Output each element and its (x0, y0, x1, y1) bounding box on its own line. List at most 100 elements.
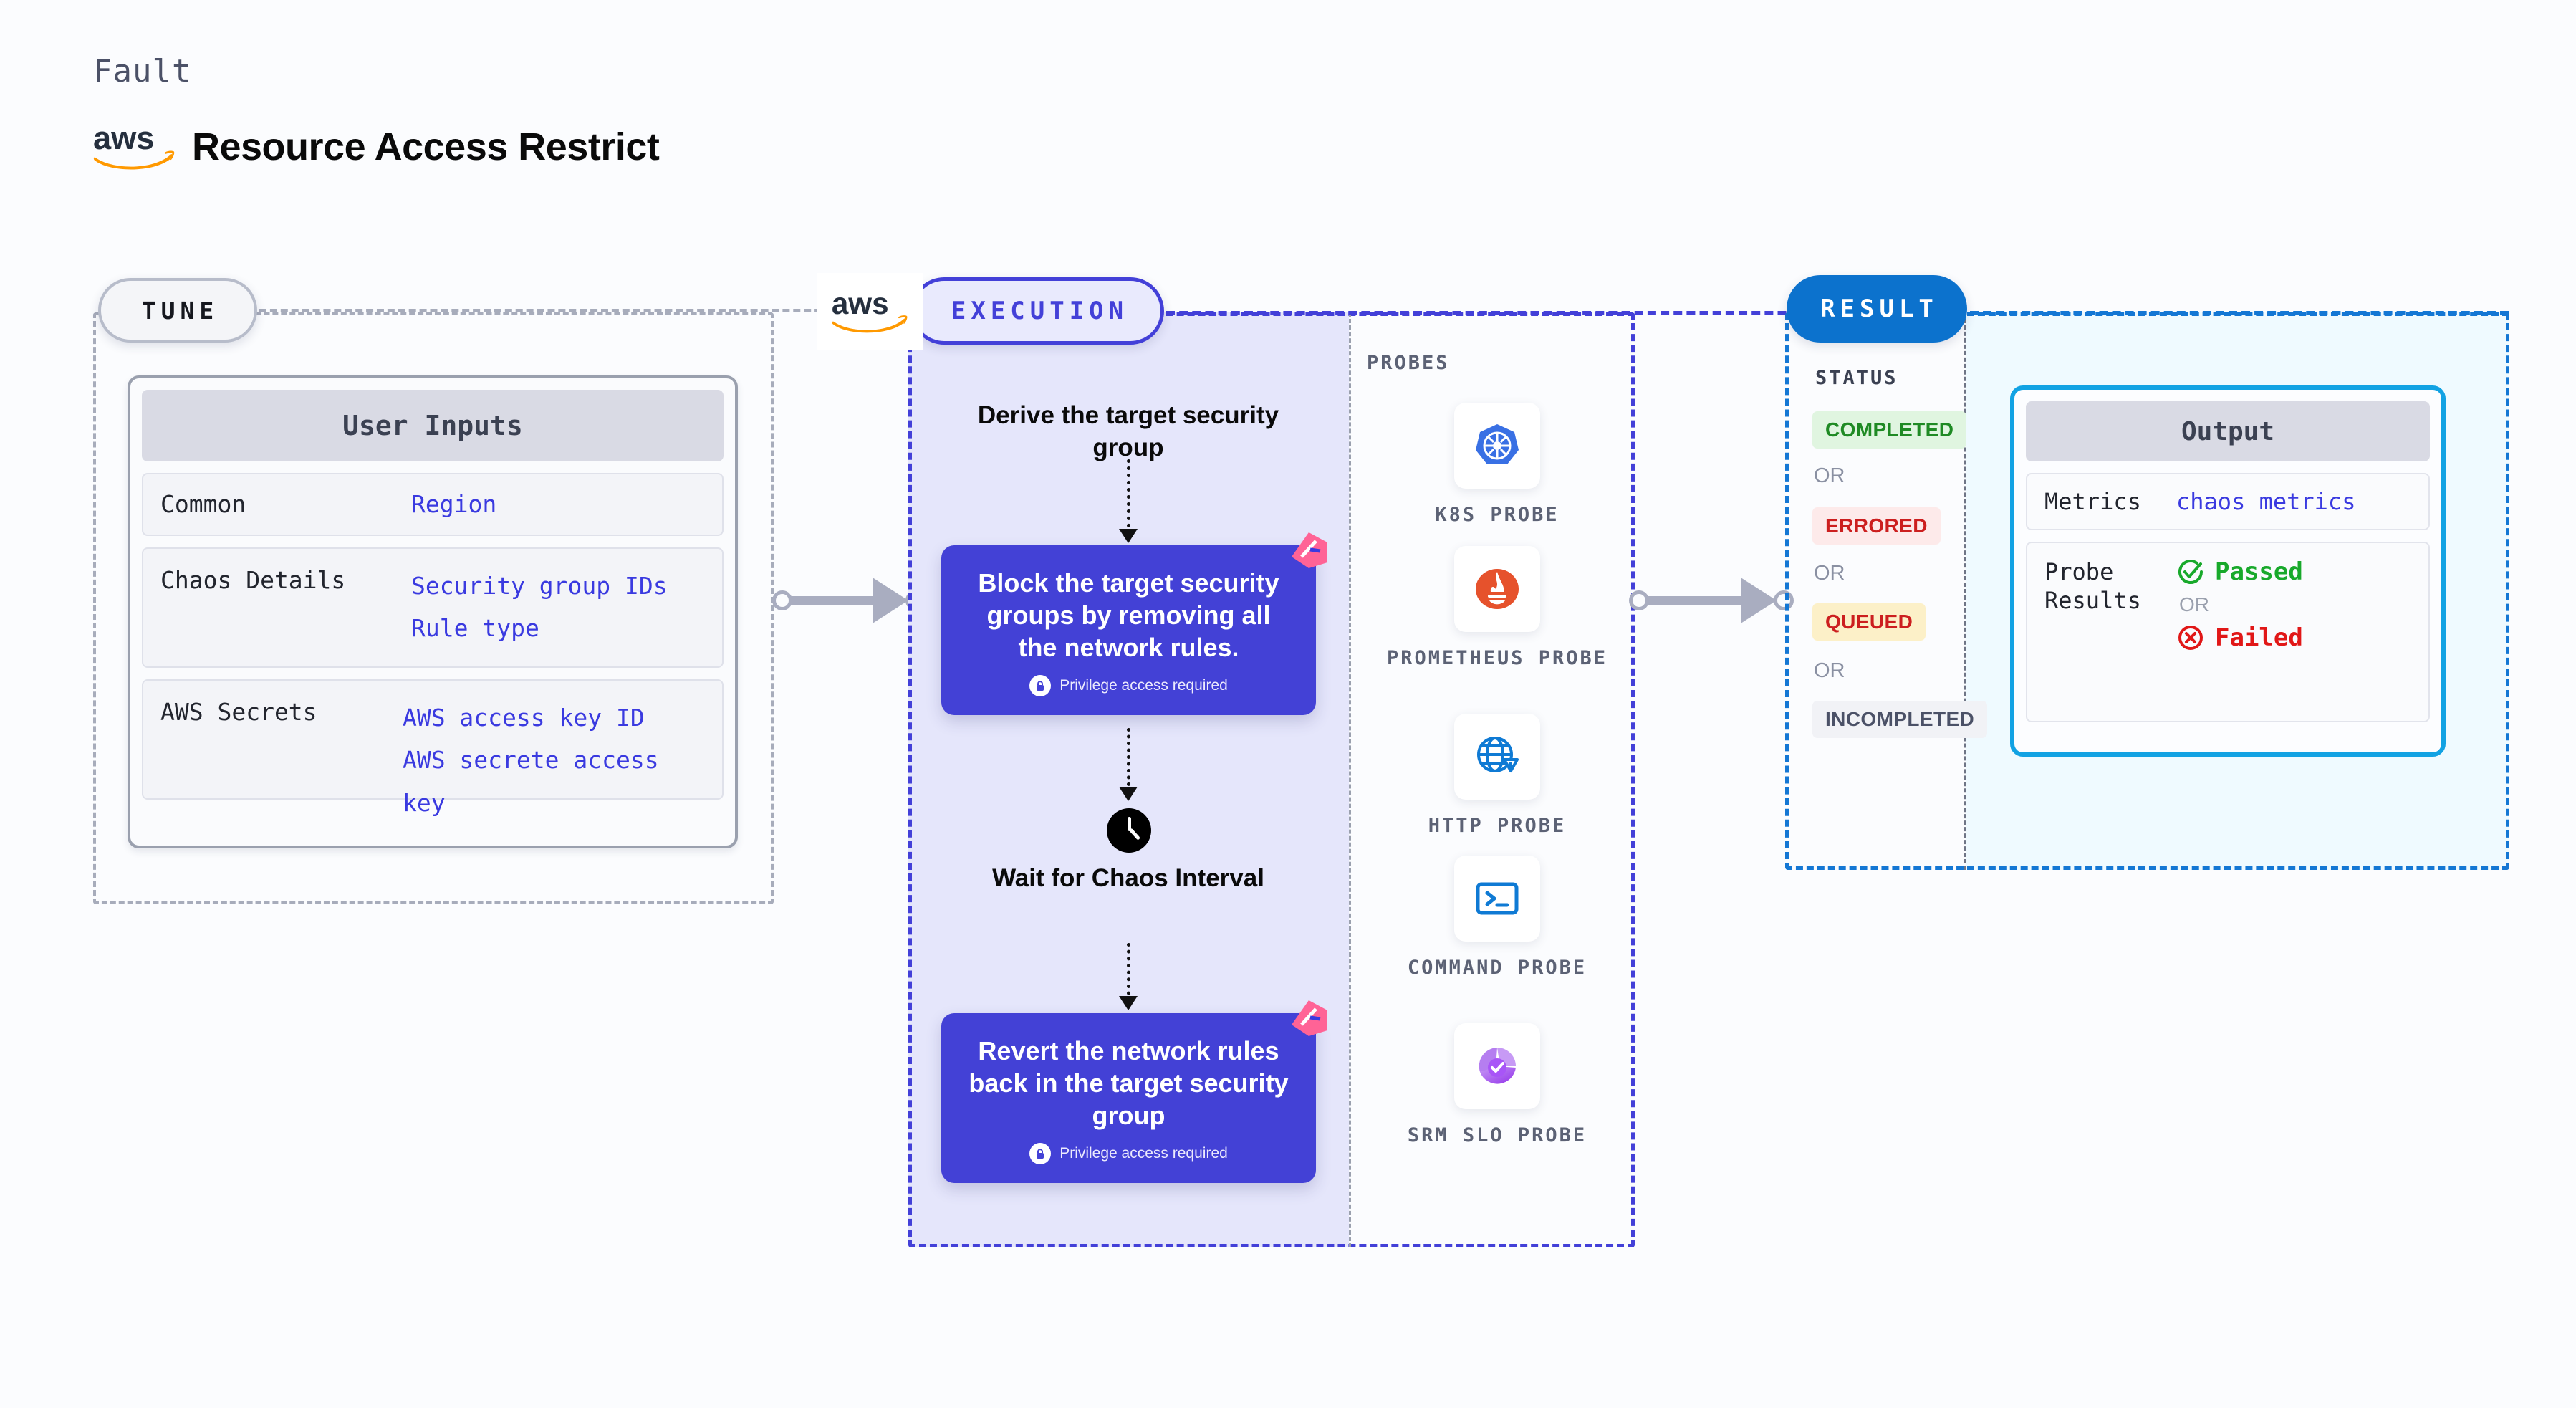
arrow-head (1119, 529, 1138, 543)
status-badge-completed: COMPLETED (1812, 411, 1967, 449)
probe-item-http[interactable]: HTTP PROBE (1364, 714, 1630, 840)
input-row-key: Common (160, 489, 246, 518)
execution-pill[interactable]: EXECUTION (910, 277, 1164, 345)
user-inputs-header: User Inputs (142, 390, 724, 461)
arrow-head (1119, 787, 1138, 801)
arrow-shaft (1127, 728, 1130, 800)
svg-text:aws: aws (832, 287, 889, 320)
svg-text:aws: aws (93, 120, 154, 156)
probe-label: HTTP PROBE (1428, 815, 1567, 837)
connector-line (779, 596, 900, 605)
tune-dashed-border (93, 312, 774, 904)
status-or-1: OR (1814, 464, 1845, 487)
probe-label: COMMAND PROBE (1407, 957, 1587, 979)
probes-divider (1349, 312, 1351, 1247)
connector-dot-start (1629, 590, 1649, 610)
execution-section: EXECUTION Derive the target security gro… (908, 277, 1825, 1247)
connector-tune-to-execution (772, 578, 926, 623)
probe-label: PROMETHEUS PROBE (1386, 647, 1608, 669)
clock-hour-hand (1128, 817, 1131, 831)
tune-connector-dashline (259, 309, 832, 312)
http-globe-icon (1477, 737, 1519, 772)
result-pill[interactable]: RESULT (1787, 275, 1967, 343)
connector-line (1635, 596, 1769, 605)
execution-card-text: Block the target security groups by remo… (978, 568, 1279, 662)
input-row-value: AWS access key ID (402, 704, 645, 732)
probe-label: K8S PROBE (1435, 504, 1559, 526)
execution-step-label-wait: Wait for Chaos Interval (992, 864, 1264, 892)
status-badge-errored: ERRORED (1812, 507, 1941, 545)
input-row-key: AWS Secrets (160, 698, 317, 726)
privilege-note: Privilege access required (969, 675, 1289, 696)
passed-label: Passed (2215, 557, 2303, 586)
connector-execution-to-result (1629, 578, 1794, 623)
clock-icon (1107, 808, 1151, 853)
harness-logo-icon (1292, 532, 1327, 568)
arrow-shaft (1127, 459, 1130, 542)
probes-title: PROBES (1367, 352, 1450, 374)
execution-card-block[interactable]: Block the target security groups by remo… (941, 532, 1327, 715)
probe-tile (1454, 856, 1540, 942)
aws-logo-badge: aws (817, 273, 923, 350)
result-status-divider (1785, 312, 1966, 870)
probe-tile (1454, 546, 1540, 632)
clock-minute-hand (1128, 828, 1141, 841)
probe-item-prometheus[interactable]: PROMETHEUS PROBE (1364, 546, 1630, 672)
execution-card-text: Revert the network rules back in the tar… (969, 1036, 1289, 1130)
privilege-label: Privilege access required (1059, 677, 1228, 694)
status-or-2: OR (1814, 562, 1845, 585)
privilege-label: Privilege access required (1059, 1145, 1228, 1162)
srm-slo-icon (1479, 1048, 1516, 1084)
x-circle-icon (2178, 626, 2203, 650)
failed-label: Failed (2215, 623, 2303, 652)
input-row-chaos-details: Chaos Details Security group IDs Rule ty… (142, 547, 724, 668)
privilege-note: Privilege access required (969, 1143, 1289, 1164)
output-card: Output Metrics chaos metrics Probe Resul… (2010, 385, 2446, 757)
output-row-value: chaos metrics (2176, 488, 2356, 515)
aws-logo-icon: aws (93, 120, 175, 170)
status-badge-incompleted: INCOMPLETED (1812, 701, 1988, 738)
prometheus-icon (1476, 569, 1519, 609)
kubernetes-icon (1476, 424, 1519, 464)
check-circle-icon (2178, 560, 2203, 584)
status-or-3: OR (1814, 659, 1845, 682)
arrow-shaft (1127, 943, 1130, 1009)
input-row-value: Region (411, 489, 497, 518)
execution-step-label-derive: Derive the target security group (977, 401, 1279, 461)
tune-section: TUNE aws User Inputs Common Region Chaos… (93, 273, 923, 904)
connector-dot-start (772, 590, 792, 610)
terminal-icon (1476, 882, 1519, 915)
probe-item-command[interactable]: COMMAND PROBE (1364, 856, 1630, 982)
probe-result-failed: Failed (2176, 623, 2303, 652)
input-row-common: Common Region (142, 473, 724, 536)
status-badge-queued: QUEUED (1812, 603, 1926, 641)
input-row-key: Chaos Details (160, 566, 346, 594)
execution-card-revert[interactable]: Revert the network rules back in the tar… (941, 1000, 1327, 1183)
output-row-key: Metrics (2044, 488, 2141, 515)
title-row: aws Resource Access Restrict (92, 120, 660, 173)
lock-icon (1029, 675, 1052, 696)
execution-connector-dashline (1166, 311, 1825, 315)
page-title: Resource Access Restrict (192, 125, 660, 168)
probe-label: SRM SLO PROBE (1407, 1124, 1587, 1146)
connector-arrowhead (873, 578, 908, 623)
result-section: RESULT STATUS COMPLETED OR ERRORED OR QU… (1785, 275, 2509, 870)
user-inputs-card: User Inputs Common Region Chaos Details … (128, 375, 738, 848)
tune-pill[interactable]: TUNE (98, 278, 257, 343)
probe-tile (1454, 714, 1540, 800)
harness-logo-icon (1292, 1000, 1327, 1036)
input-row-value: AWS secrete access key (402, 746, 659, 817)
arrow-head (1119, 996, 1138, 1010)
probe-result-or: OR (2179, 593, 2209, 616)
output-row-metrics: Metrics chaos metrics (2026, 473, 2430, 530)
output-row-key: Probe Results (2044, 558, 2141, 614)
input-row-aws-secrets: AWS Secrets AWS access key ID AWS secret… (142, 679, 724, 817)
probe-item-srm-slo[interactable]: SRM SLO PROBE (1364, 1023, 1630, 1149)
output-header: Output (2026, 401, 2430, 461)
fault-label: Fault (93, 53, 192, 90)
aws-logo-icon: aws (832, 287, 908, 333)
probe-item-k8s[interactable]: K8S PROBE (1364, 403, 1630, 529)
probe-tile (1454, 403, 1540, 489)
connector-arrowhead (1741, 578, 1777, 623)
